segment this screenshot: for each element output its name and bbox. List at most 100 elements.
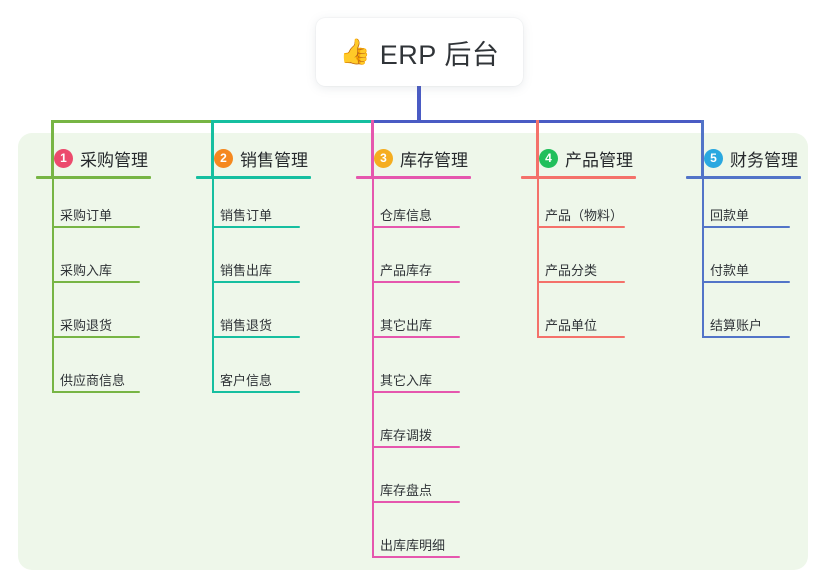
leaf-item[interactable]: 采购订单 (36, 198, 156, 228)
column-title: 库存管理 (400, 150, 468, 170)
leaf-item[interactable]: 其它入库 (356, 363, 476, 393)
column-number-badge: 4 (539, 148, 558, 168)
leaf-item-label: 付款单 (710, 263, 750, 278)
leaf-item[interactable]: 库存盘点 (356, 473, 476, 503)
leaf-item-label: 仓库信息 (380, 208, 433, 223)
column-header-rule (36, 176, 151, 179)
leaf-item[interactable]: 产品单位 (521, 308, 641, 338)
leaf-item-label: 库存调拨 (380, 428, 433, 443)
leaf-item[interactable]: 仓库信息 (356, 198, 476, 228)
column-stem-line (52, 176, 54, 393)
leaf-item-rule (372, 226, 460, 228)
leaf-item-rule (372, 501, 460, 503)
leaf-item[interactable]: 产品分类 (521, 253, 641, 283)
leaf-item-label: 回款单 (710, 208, 750, 223)
connector-bar-segment-2 (212, 120, 372, 123)
leaf-item-label: 销售退货 (220, 318, 273, 333)
leaf-item-rule (702, 281, 790, 283)
connector-bar-segment-1 (52, 120, 212, 123)
leaf-item-rule (52, 226, 140, 228)
connector-drop-4 (536, 120, 539, 176)
leaf-item-rule (372, 446, 460, 448)
leaf-item-rule (212, 226, 300, 228)
leaf-item-rule (372, 556, 460, 558)
column-header-3[interactable]: 3 库存管理 (356, 146, 468, 170)
leaf-item[interactable]: 采购入库 (36, 253, 156, 283)
connector-drop-5 (701, 120, 704, 176)
column-title: 财务管理 (730, 150, 798, 170)
column-header-5[interactable]: 5 财务管理 (686, 146, 798, 170)
leaf-item-rule (212, 281, 300, 283)
column-stem-line (372, 176, 374, 558)
connector-drop-2 (211, 120, 214, 176)
leaf-item-rule (537, 281, 625, 283)
leaf-item[interactable]: 产品库存 (356, 253, 476, 283)
leaf-item[interactable]: 销售出库 (196, 253, 316, 283)
leaf-item-rule (212, 391, 300, 393)
leaf-item-rule (212, 336, 300, 338)
column-header-rule (196, 176, 311, 179)
leaf-item[interactable]: 结算账户 (686, 308, 806, 338)
leaf-item-rule (52, 391, 140, 393)
leaf-item-rule (372, 391, 460, 393)
leaf-item[interactable]: 供应商信息 (36, 363, 156, 393)
leaf-item-label: 供应商信息 (60, 373, 126, 388)
column-header-1[interactable]: 1 采购管理 (36, 146, 148, 170)
column-stem-line (702, 176, 704, 338)
leaf-item[interactable]: 采购退货 (36, 308, 156, 338)
column-stem-line (537, 176, 539, 338)
leaf-item-label: 结算账户 (710, 318, 763, 333)
leaf-item-label: 采购订单 (60, 208, 113, 223)
leaf-item[interactable]: 付款单 (686, 253, 806, 283)
leaf-item[interactable]: 销售订单 (196, 198, 316, 228)
column-number-badge: 2 (214, 148, 233, 168)
leaf-item-rule (702, 336, 790, 338)
root-stem-line (417, 86, 421, 123)
leaf-item-label: 销售订单 (220, 208, 273, 223)
leaf-item[interactable]: 产品（物料） (521, 198, 641, 228)
column-stem-line (212, 176, 214, 393)
branch-column: 1 采购管理采购订单采购入库采购退货供应商信息 (36, 146, 151, 393)
column-header-rule (356, 176, 471, 179)
leaf-item-label: 产品单位 (545, 318, 598, 333)
leaf-item-rule (52, 281, 140, 283)
leaf-item[interactable]: 库存调拨 (356, 418, 476, 448)
leaf-item[interactable]: 回款单 (686, 198, 806, 228)
leaf-item-label: 销售出库 (220, 263, 273, 278)
leaf-item[interactable]: 其它出库 (356, 308, 476, 338)
diagram-panel (18, 133, 808, 570)
leaf-item-rule (537, 336, 625, 338)
leaf-item-rule (702, 226, 790, 228)
branch-column: 2 销售管理销售订单销售出库销售退货客户信息 (196, 146, 311, 393)
connector-drop-1 (51, 120, 54, 176)
leaf-item-label: 库存盘点 (380, 483, 433, 498)
thumbs-up-icon: 👍 (339, 37, 371, 66)
leaf-item-label: 客户信息 (220, 373, 273, 388)
leaf-item-label: 采购入库 (60, 263, 113, 278)
column-title: 销售管理 (240, 150, 308, 170)
leaf-item[interactable]: 出库库明细 (356, 528, 476, 558)
leaf-item-label: 采购退货 (60, 318, 113, 333)
leaf-item-label: 其它出库 (380, 318, 433, 333)
leaf-item-rule (52, 336, 140, 338)
root-node-card: 👍 ERP 后台 (316, 18, 523, 86)
leaf-item-rule (372, 281, 460, 283)
leaf-item-rule (537, 226, 625, 228)
branch-column: 5 财务管理回款单付款单结算账户 (686, 146, 801, 338)
column-number-badge: 3 (374, 148, 393, 168)
leaf-item[interactable]: 客户信息 (196, 363, 316, 393)
leaf-item[interactable]: 销售退货 (196, 308, 316, 338)
column-header-rule (686, 176, 801, 179)
column-header-2[interactable]: 2 销售管理 (196, 146, 308, 170)
leaf-item-label: 出库库明细 (380, 538, 446, 553)
column-number-badge: 1 (54, 148, 73, 168)
column-number-badge: 5 (704, 148, 723, 168)
column-header-rule (521, 176, 636, 179)
leaf-item-label: 其它入库 (380, 373, 433, 388)
leaf-item-label: 产品（物料） (545, 208, 624, 223)
column-title: 采购管理 (80, 150, 148, 170)
